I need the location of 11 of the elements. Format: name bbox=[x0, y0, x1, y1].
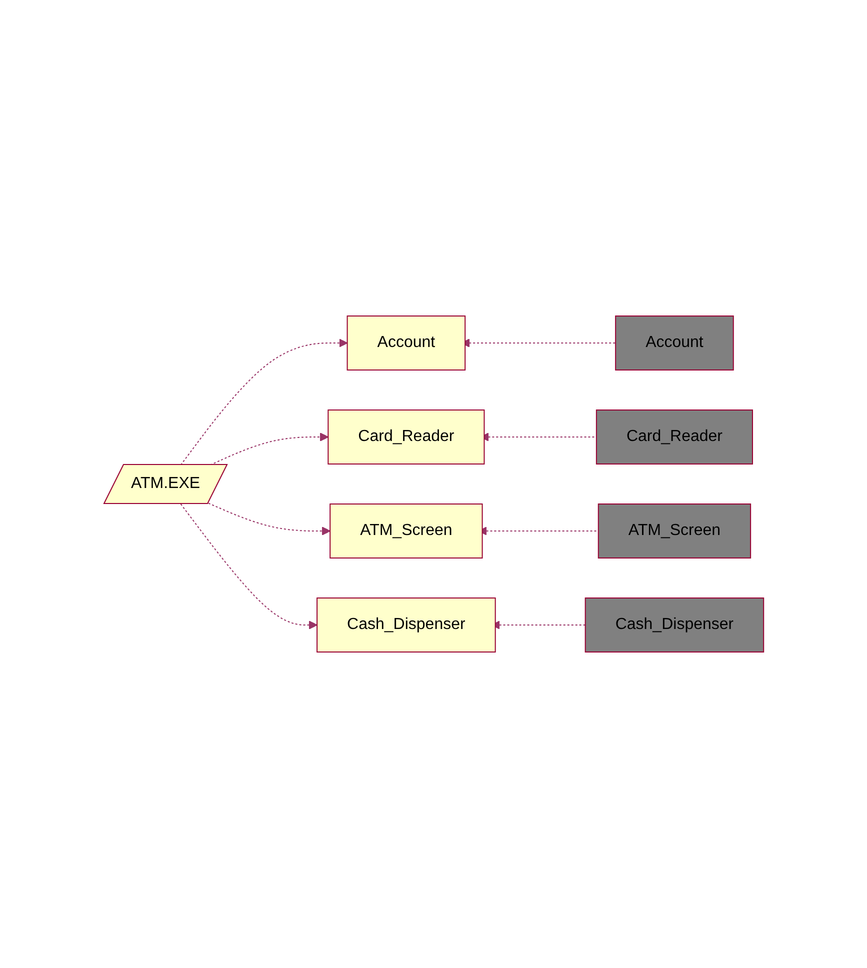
node-box: Account bbox=[614, 316, 734, 370]
node-box: Card_Reader bbox=[327, 410, 484, 464]
node-box: Cash_Dispenser bbox=[316, 598, 496, 652]
arrow bbox=[208, 502, 330, 536]
node-box: Cash_Dispenser bbox=[584, 598, 764, 652]
node-box: Card_Reader bbox=[596, 410, 753, 464]
node-box: ATM_Screen bbox=[598, 504, 751, 558]
node-box: Account bbox=[346, 316, 466, 370]
arrow bbox=[180, 338, 348, 466]
node-box: ATM_Screen bbox=[329, 504, 482, 558]
arrow bbox=[180, 504, 318, 630]
